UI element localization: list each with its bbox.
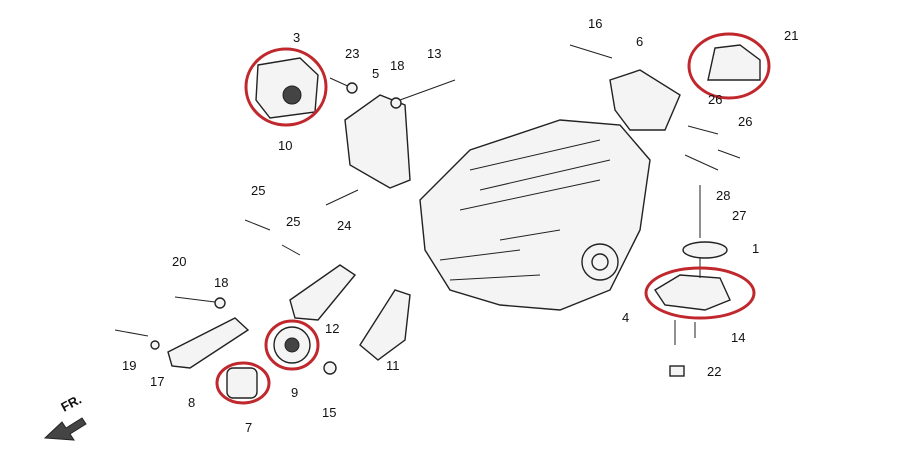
part-5-bracket <box>344 94 411 189</box>
callout-label-16: 16 <box>588 16 602 31</box>
part-7-bushing <box>226 367 258 399</box>
callout-label-26b: 26 <box>738 114 752 129</box>
highlight-ring-part-4 <box>644 266 756 320</box>
part-12-bracket <box>289 264 357 321</box>
part-6-bracket <box>609 69 681 131</box>
callout-label-6: 6 <box>636 34 643 49</box>
callout-label-24: 24 <box>337 218 351 233</box>
highlight-ring-part-9 <box>264 319 320 371</box>
callout-label-25b: 25 <box>286 214 300 229</box>
callout-label-12: 12 <box>325 321 339 336</box>
callout-label-7: 7 <box>245 420 252 435</box>
callout-label-14: 14 <box>731 330 745 345</box>
front-direction-label: FR. <box>58 392 84 415</box>
highlight-ring-part-21-mount <box>687 32 771 100</box>
callout-label-4: 4 <box>622 310 629 325</box>
callout-label-3: 3 <box>293 30 300 45</box>
callout-label-28: 28 <box>716 188 730 203</box>
callout-label-13: 13 <box>427 46 441 61</box>
callout-label-11: 11 <box>386 358 400 373</box>
callout-label-21: 21 <box>784 28 798 43</box>
callout-label-17: 17 <box>150 374 164 389</box>
callout-label-9: 9 <box>291 385 298 400</box>
callout-label-15: 15 <box>322 405 336 420</box>
callout-label-8: 8 <box>188 395 195 410</box>
highlight-rings <box>215 32 771 405</box>
callout-label-22: 22 <box>707 364 721 379</box>
callout-label-23: 23 <box>345 46 359 61</box>
part-21-mount <box>707 44 761 81</box>
part-shapes <box>43 44 761 441</box>
part-8-rod <box>167 317 250 369</box>
callout-label-10: 10 <box>278 138 292 153</box>
highlight-ring-part-7 <box>215 361 271 405</box>
part-4-mount <box>654 274 731 311</box>
front-arrow-icon <box>43 417 87 441</box>
highlight-ring-part-3 <box>244 47 328 127</box>
callout-label-1: 1 <box>752 241 759 256</box>
callout-label-27: 27 <box>732 208 746 223</box>
callout-label-19: 19 <box>122 358 136 373</box>
part-11-bracket <box>359 289 411 361</box>
callout-label-25a: 25 <box>251 183 265 198</box>
bolts <box>114 44 741 377</box>
callout-label-20: 20 <box>172 254 186 269</box>
callout-label-18a: 18 <box>390 58 404 73</box>
callout-label-26a: 26 <box>708 92 722 107</box>
callout-label-18b: 18 <box>214 275 228 290</box>
callout-label-5: 5 <box>372 66 379 81</box>
engine-block <box>419 119 651 311</box>
part-1-stopper <box>682 241 728 259</box>
